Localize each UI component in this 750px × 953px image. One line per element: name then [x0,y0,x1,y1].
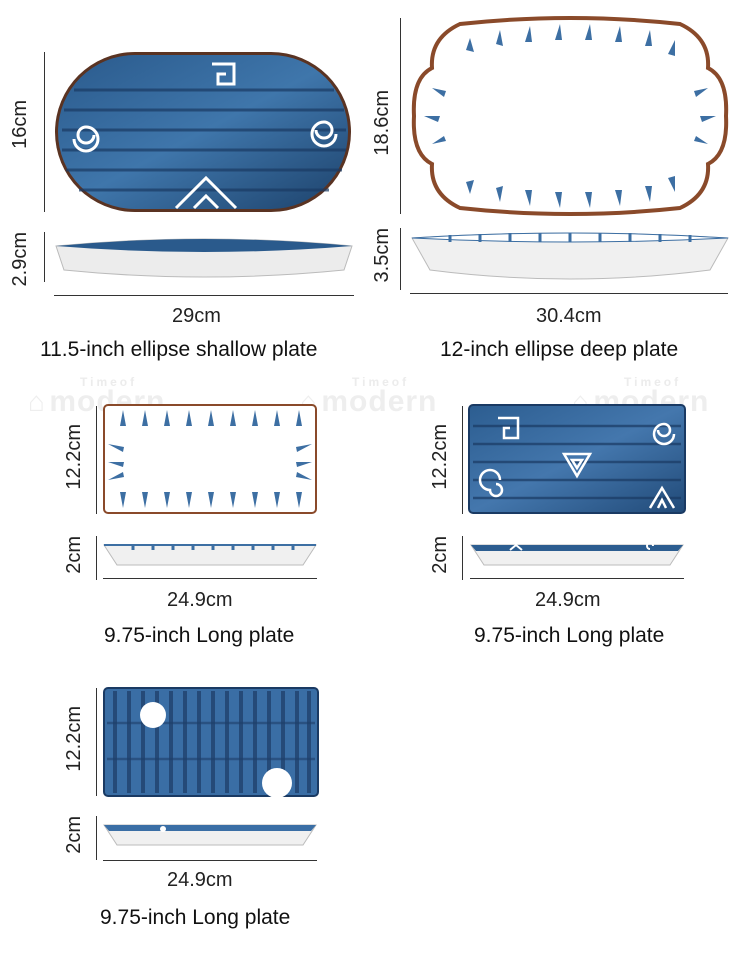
product-caption: 12-inch ellipse deep plate [440,338,679,361]
plate-side-view [411,232,729,280]
product-caption: 11.5-inch ellipse shallow plate [40,338,318,361]
plate-side-view [55,238,353,278]
plate-side-view [470,542,684,566]
width-dimension: 24.9cm [167,589,233,611]
width-dimension: 24.9cm [167,869,233,891]
product-caption: 9.75-inch Long plate [100,906,291,929]
width-dimension: 24.9cm [535,589,601,611]
depth-dimension: 2cm [429,536,451,574]
product-caption: 9.75-inch Long plate [474,624,665,647]
height-dimension: 12.2cm [63,706,85,772]
depth-dimension: 3.5cm [371,228,393,283]
depth-dimension: 2.9cm [9,232,31,287]
plate-top-view [103,687,319,798]
height-dimension: 12.2cm [429,424,451,490]
plate-side-view [103,824,317,846]
house-logo-icon: ⌂ [28,386,45,417]
depth-dimension: 2cm [63,816,85,854]
height-dimension: 18.6cm [371,90,393,156]
depth-dimension: 2cm [63,536,85,574]
plate-top-view [468,404,686,514]
width-dimension: 30.4cm [536,305,602,327]
width-dimension: 29cm [172,305,221,327]
height-dimension: 12.2cm [63,424,85,490]
plate-top-view [55,52,351,212]
product-caption: 9.75-inch Long plate [104,624,295,647]
watermark: Timeof ⌂ modern [300,375,438,418]
plate-top-view [411,16,729,216]
height-dimension: 16cm [9,100,31,149]
plate-top-view [103,404,317,514]
plate-side-view [103,544,317,566]
